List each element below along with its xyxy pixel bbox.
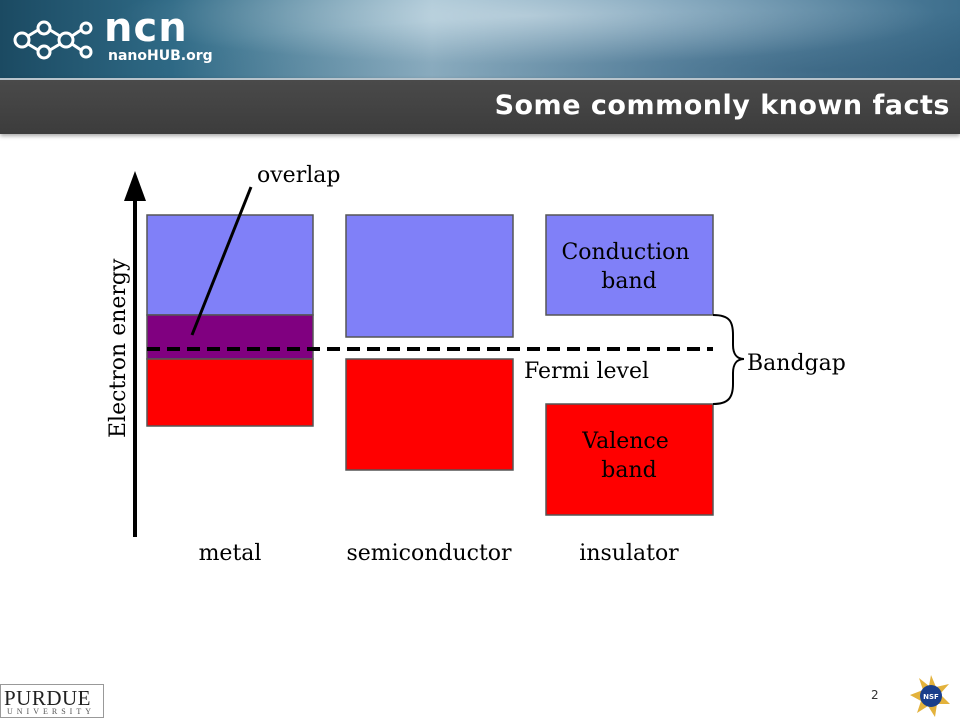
insulator-valence-band — [545, 403, 714, 516]
material-label-insulator: insulator — [579, 541, 679, 566]
slide-title: Some commonly known facts — [494, 90, 950, 121]
material-label-semiconductor: semiconductor — [346, 541, 512, 566]
bandgap-brace — [712, 314, 745, 405]
metal-valence-band — [146, 358, 314, 427]
logo-subtext: nanoHUB.org — [108, 48, 213, 64]
insulator-conduction-band — [545, 214, 714, 316]
logo-text: ncn — [104, 5, 188, 51]
metal-overlap-region — [146, 314, 314, 360]
metal-conduction-band — [146, 214, 314, 316]
axis-label: Electron energy — [106, 258, 131, 438]
page-number: 2 — [871, 688, 879, 702]
title-bar: Some commonly known facts — [0, 78, 960, 134]
purdue-subtext: UNIVERSITY — [7, 707, 95, 716]
semiconductor-conduction-band — [345, 214, 514, 338]
overlap-label: overlap — [257, 163, 340, 188]
bandgap-label: Bandgap — [747, 351, 846, 376]
fermi-level-label: Fermi level — [524, 359, 649, 384]
header-banner: ncn nanoHUB.org — [0, 0, 960, 78]
conduction-band-label: Conduction band — [561, 240, 696, 294]
material-label-metal: metal — [199, 541, 262, 566]
overlap-pointer — [190, 186, 253, 336]
semiconductor-valence-band — [345, 358, 514, 471]
purdue-name: PURDUE — [4, 686, 92, 710]
ncn-molecule-icon — [13, 20, 93, 60]
nsf-seal-text: NSF — [923, 693, 939, 701]
energy-axis-arrow — [124, 171, 146, 201]
nsf-seal-icon: NSF — [910, 675, 950, 717]
purdue-logo: PURDUE UNIVERSITY — [0, 684, 104, 718]
banner-background — [0, 0, 960, 78]
valence-band-label: Valence band — [581, 429, 676, 483]
